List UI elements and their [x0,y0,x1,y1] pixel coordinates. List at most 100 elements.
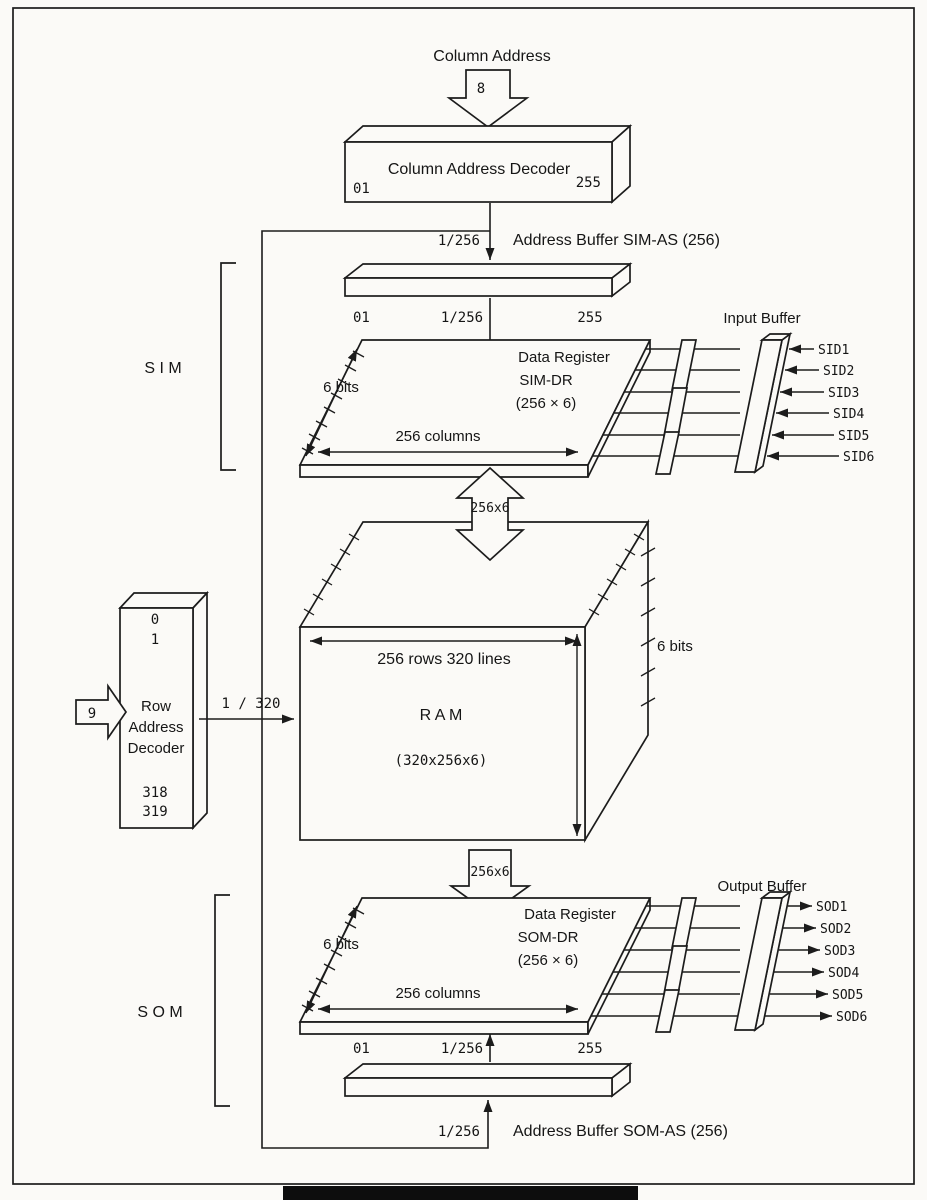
somdr-name-line2: SOM-DR [518,929,579,946]
som-select-ratio: 1/256 [438,1124,480,1140]
somas-front-face [344,1077,613,1097]
output-strip [654,989,681,1033]
row-select-ratio: 1 / 320 [221,696,280,712]
input-buffer: Input Buffer [723,310,801,475]
bottom-black-bar [283,1186,638,1200]
somdr-right-edge [587,897,651,1035]
sim-select-ratio: 1/256 [438,233,480,249]
simdr-name-line1: Data Register [518,349,610,366]
output-latch-strips [654,897,698,1033]
som-address-buffer-label: Address Buffer SOM-AS (256) [513,1123,728,1140]
sid-label: SID5 [838,429,869,444]
rowdec-last-319: 319 [142,804,167,820]
sid-label: SID2 [823,364,854,379]
row-address-input: 9 [75,683,128,741]
simdr-name-line2: SIM-DR [519,372,572,389]
output-buffer-label: Output Buffer [718,878,807,895]
simdr-right-edge [587,339,651,478]
sim-buffer-first: 01 [353,310,370,326]
rowdec-first-1: 1 [151,632,159,648]
sim-as-buffer [342,262,633,298]
sod-label: SOD3 [824,944,855,959]
ram-som-bus-label: 256x6 [470,865,509,880]
down-block-arrow-icon [446,69,530,129]
somdr-name-line1: Data Register [524,906,616,923]
ram-size-label: (320x256x6) [395,753,488,769]
somas-top-face [342,1063,633,1079]
decoder-first-output: 01 [353,181,370,197]
sod-label: SOD1 [816,900,847,915]
input-buffer-front-face [733,339,784,473]
sim-address-buffer-label: Address Buffer SIM-AS (256) [513,232,720,249]
output-strip [662,945,689,995]
sim-data-register: 6 bits Data Register SIM-DR (256 × 6) 25… [298,339,652,478]
rowdec-name-line3: Decoder [128,740,185,757]
rowdec-name-line1: Row [141,698,171,715]
rowdec-first-0: 0 [151,612,159,628]
som-bracket-label: S O M [137,1004,182,1021]
simas-front-face [344,277,613,297]
page-border [12,7,915,1185]
sim-ram-bus-arrow: 256x6 [454,466,526,562]
sod-label: SOD5 [832,988,863,1003]
input-strip [670,339,698,391]
sim-bracket-label: S I M [144,360,181,377]
som-buffer-first: 01 [353,1041,370,1057]
column-address-decoder: Column Address Decoder 01 255 [342,124,633,204]
som-buffer-last: 255 [577,1041,602,1057]
sim-ram-bus-label: 256x6 [470,501,509,516]
output-buffer-front-face [733,897,784,1031]
ram-bits-label: 6 bits [657,638,693,655]
sid-label: SID3 [828,386,859,401]
input-buffer-label: Input Buffer [723,310,800,327]
som-data-register: 6 bits Data Register SOM-DR (256 × 6) 25… [298,897,652,1035]
som-buffer-ratio: 1/256 [441,1041,483,1057]
ram-front-face [299,626,586,841]
sod-label: SOD2 [820,922,851,937]
decoder-top-face [342,125,633,143]
simdr-front-edge [299,464,589,478]
simdr-bits-label: 6 bits [323,379,359,396]
simdr-size-label: (256 × 6) [516,395,576,412]
output-buffer: Output Buffer [718,878,807,1033]
sim-buffer-last: 255 [577,310,602,326]
sid-label: SID1 [818,343,849,358]
ram-rows-label: 256 rows 320 lines [377,651,510,668]
input-strip [662,387,689,437]
ram-row-ticks [303,533,656,707]
column-bus-width-label: 8 [477,81,485,97]
som-as-buffer [342,1062,633,1098]
simdr-columns-label: 256 columns [395,428,480,445]
sod-outputs: SOD1 SOD2 SOD3 SOD4 SOD5 SOD6 [765,900,867,1025]
sod-label: SOD6 [836,1010,867,1025]
row-address-decoder: 0 1 Row Address Decoder 318 319 [118,590,209,831]
right-block-arrow-icon [75,683,128,741]
input-latch-strips [654,339,698,475]
rowdec-name-line2: Address [128,719,183,736]
column-address-label: Column Address [433,48,550,65]
som-bracket: S O M [137,894,230,1107]
somdr-size-label: (256 × 6) [518,952,578,969]
rowdec-last-318: 318 [142,785,167,801]
somdr-bits-label: 6 bits [323,936,359,953]
ram-name: R A M [420,707,463,724]
column-address-input: Column Address 8 [433,48,551,129]
simas-top-face [342,263,633,279]
rowdec-side-face [192,590,208,831]
decoder-front-face [344,141,613,203]
sid-label: SID4 [833,407,864,422]
rowdec-front-face [119,607,194,829]
simdr-bits-dimension-arrow [305,348,358,457]
row-bus-width-label: 9 [88,706,96,722]
ram-cube: 256 rows 320 lines R A M (320x256x6) 6 b… [298,518,693,844]
sim-bracket: S I M [144,262,236,471]
sim-buffer-ratio: 1/256 [441,310,483,326]
somdr-front-edge [299,1021,589,1035]
column-decoder-label: Column Address Decoder [388,161,571,178]
double-arrow-icon [454,466,526,562]
address-feedback-line [261,230,493,1149]
decoder-last-output: 255 [576,175,601,191]
input-strip [654,431,681,475]
